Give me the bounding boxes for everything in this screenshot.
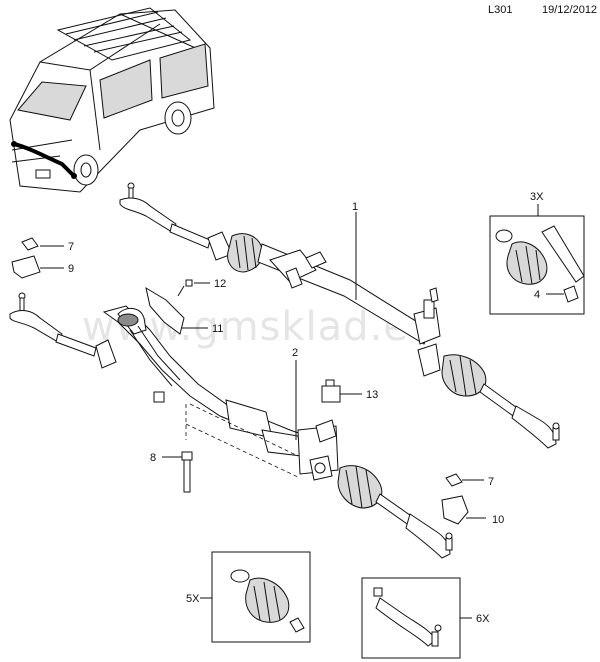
- callout-5x: 5X: [186, 593, 200, 605]
- callout-8: 8: [150, 452, 156, 464]
- callout-13: 13: [366, 389, 378, 401]
- callout-10: 10: [492, 514, 504, 526]
- bracket-9: [11, 255, 64, 279]
- shield-11: [145, 286, 208, 335]
- steering-gear-2: [9, 292, 453, 559]
- kit-box-3x: [489, 204, 585, 315]
- callout-11: 11: [212, 323, 223, 335]
- bolt-12: [177, 279, 210, 297]
- bracket-10: [441, 495, 486, 525]
- kit-box-6x: [361, 577, 472, 659]
- callout-9: 9: [68, 263, 74, 275]
- callout-3x: 3X: [530, 191, 544, 203]
- nut-7-lower: [445, 473, 484, 487]
- bolt-8: [162, 451, 193, 493]
- sensor-13: [321, 379, 362, 403]
- van-illustration: [9, 7, 215, 193]
- nut-7-upper: [21, 237, 64, 251]
- diagram-date: 19/12/2012: [542, 4, 598, 16]
- callout-7-lower: 7: [488, 476, 494, 488]
- callout-12: 12: [214, 278, 226, 290]
- callout-6x: 6X: [476, 613, 490, 625]
- steering-gear-1: [119, 182, 560, 449]
- callout-7-upper: 7: [68, 241, 74, 253]
- diagram-code: L301: [488, 4, 513, 16]
- callout-2: 2: [292, 347, 298, 359]
- van-steering-highlight: [13, 142, 76, 178]
- kit-box-5x: [200, 551, 311, 643]
- callout-4: 4: [534, 289, 540, 301]
- callout-1: 1: [352, 201, 358, 213]
